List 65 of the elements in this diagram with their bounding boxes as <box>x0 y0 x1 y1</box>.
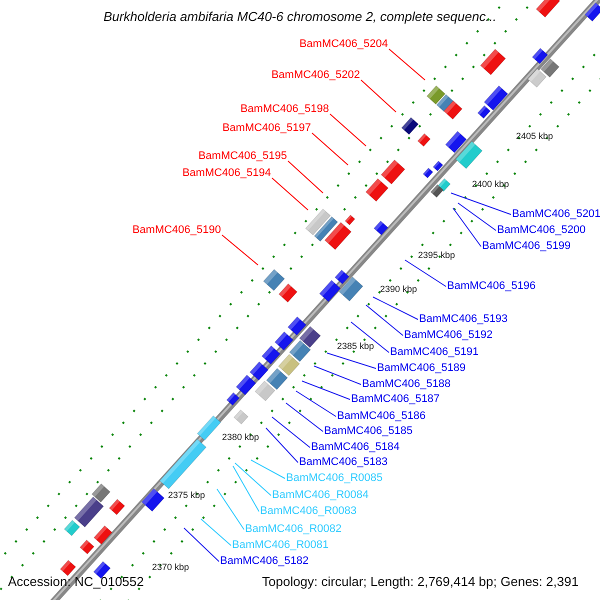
scale-label: 2400 kbp <box>472 179 510 189</box>
gene-label: BamMC406_R0082 <box>245 523 342 536</box>
leader-line <box>296 390 336 417</box>
scale-label: 2395 kbp <box>418 250 456 260</box>
scale-label: 2370 kbp <box>152 562 190 572</box>
gene-label: BamMC406_5183 <box>299 456 388 469</box>
gene-label: BamMC406_5199 <box>482 240 571 253</box>
gene-label: BamMC406_5182 <box>220 555 309 568</box>
leader-line <box>326 352 376 369</box>
leader-line <box>372 296 418 320</box>
leader-line <box>312 132 348 166</box>
scale-label: 2375 kbp <box>168 490 206 500</box>
leader-line <box>234 462 272 496</box>
gene-label: BamMC406_5191 <box>390 346 479 359</box>
gene-label: BamMC406_5186 <box>337 410 426 423</box>
leader-line <box>200 518 232 546</box>
leader-line <box>452 208 482 247</box>
gene-label: BamMC406_5204 <box>299 38 388 51</box>
scale-label: 2390 kbp <box>380 284 418 294</box>
gene-label: BamMC406_R0083 <box>260 505 357 518</box>
leader-line <box>458 202 496 231</box>
gene-label: BamMC406_5200 <box>497 224 586 237</box>
gene-label: BamMC406_5192 <box>404 329 493 342</box>
leader-line <box>266 428 298 463</box>
leader-line <box>350 322 390 353</box>
leader-line <box>404 260 446 287</box>
gene-label: BamMC406_5198 <box>240 103 329 116</box>
gene-label: BamMC406_5189 <box>377 362 466 375</box>
leader-line <box>222 234 258 266</box>
gene-label: BamMC406_R0085 <box>286 472 383 485</box>
gene-label: BamMC406_5195 <box>198 150 287 163</box>
leader-line <box>286 402 324 432</box>
gene-label: BamMC406_5202 <box>271 69 360 82</box>
gene-label: BamMC406_5193 <box>419 313 508 326</box>
leader-line <box>314 366 362 385</box>
leader-line <box>330 114 366 146</box>
gene-label: BamMC406_5196 <box>447 280 536 293</box>
footer-text: Accession: NC_010552 <box>8 574 144 589</box>
leader-line <box>366 304 404 336</box>
gene-label: BamMC406_R0081 <box>232 539 329 552</box>
gene-label: BamMC406_5184 <box>311 441 400 454</box>
leader-line <box>272 178 308 210</box>
scale-label: 2385 kbp <box>337 341 374 351</box>
gene-label: BamMC406_5197 <box>222 122 311 135</box>
leader-line <box>360 80 396 112</box>
leader-line <box>216 488 244 530</box>
scale-label: 2380 kbp <box>222 432 260 442</box>
leader-line <box>250 460 286 479</box>
leader-line <box>232 466 260 512</box>
footer-text: Topology: circular; Length: 2,769,414 bp; Genes: 2,391 <box>262 574 579 589</box>
leader-line <box>272 416 310 448</box>
gene-label: BamMC406_5201 <box>512 208 600 221</box>
gene-label: BamMC406_5187 <box>351 393 440 406</box>
scale-label: 2405 kbp <box>516 131 554 141</box>
leader-line <box>184 528 220 562</box>
gene-label: BamMC406_R0084 <box>272 489 369 502</box>
leader-line <box>288 160 324 194</box>
gene-label: BamMC406_5188 <box>362 378 451 391</box>
leader-line <box>450 192 512 215</box>
leader-line <box>302 380 350 400</box>
leader-line <box>388 48 426 80</box>
gene-label: BamMC406_5190 <box>132 224 221 237</box>
gene-label: BamMC406_5185 <box>324 425 413 438</box>
gene-label: BamMC406_5194 <box>182 167 271 180</box>
map-title: Burkholderia ambifaria MC40-6 chromosome 2, complete sequenc... <box>102 9 498 25</box>
